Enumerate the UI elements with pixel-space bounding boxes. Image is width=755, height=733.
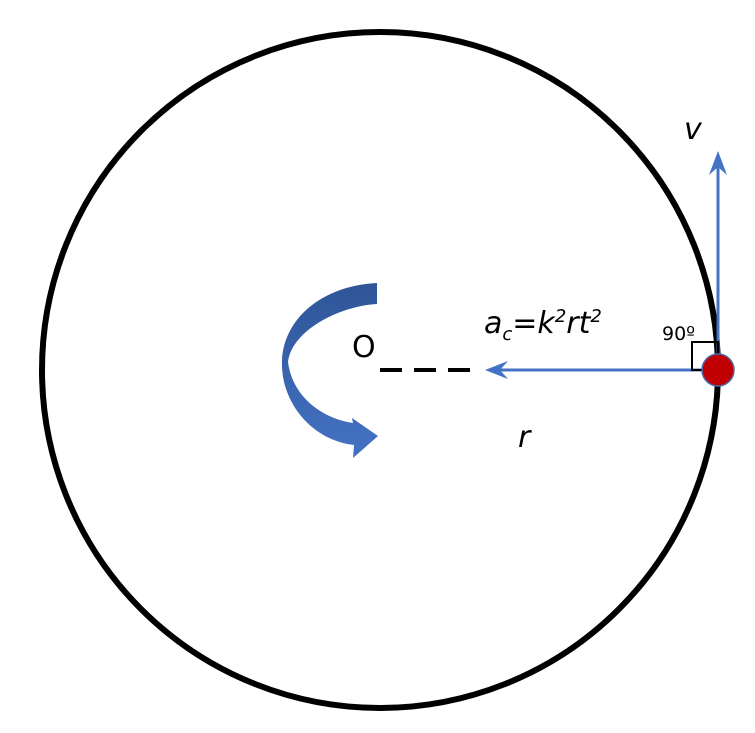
velocity-arrowhead xyxy=(709,151,727,175)
acceleration-arrowhead xyxy=(485,361,508,379)
rotation-arrow xyxy=(281,283,378,458)
formula-t-exponent: 2 xyxy=(590,306,602,327)
centripetal-acceleration-formula: ac=k2rt2 xyxy=(484,306,602,345)
velocity-label: v xyxy=(684,112,702,147)
formula-subscript-c: c xyxy=(502,324,513,345)
formula-rt: rt xyxy=(566,306,591,341)
radius-label: r xyxy=(518,420,531,455)
formula-eq-k: =k xyxy=(512,306,555,341)
formula-a: a xyxy=(484,306,503,341)
center-label: O xyxy=(352,330,376,365)
angle-label: 90º xyxy=(662,323,696,345)
particle xyxy=(701,353,735,387)
formula-k-exponent: 2 xyxy=(554,306,567,327)
